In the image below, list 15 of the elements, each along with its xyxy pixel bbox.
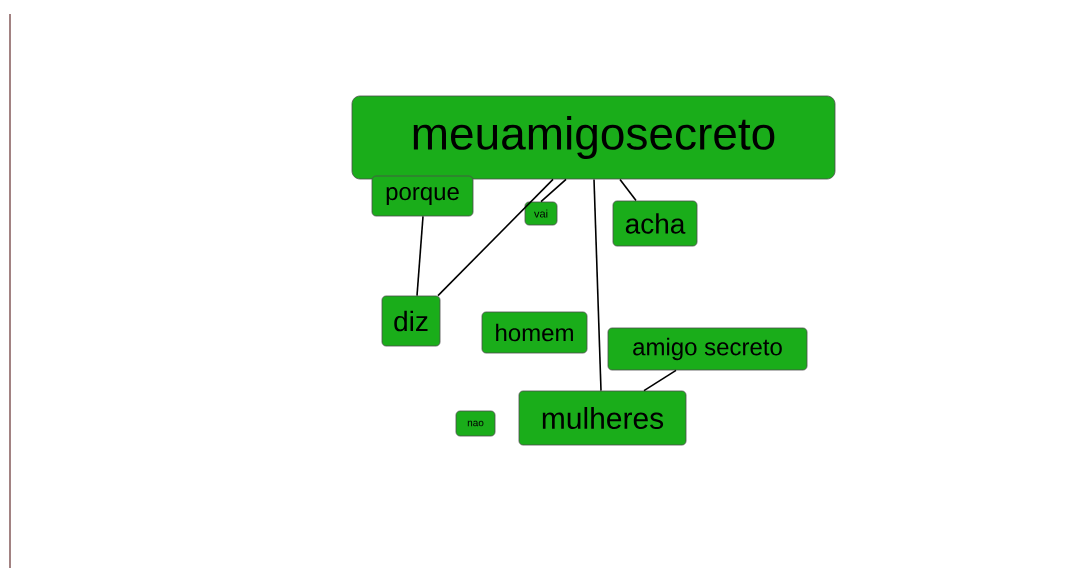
word-box: homem: [481, 311, 588, 354]
word-box: diz: [381, 295, 441, 347]
word-box: amigo secreto: [607, 327, 808, 371]
word-box: vai: [524, 201, 558, 226]
word-box: nao: [455, 410, 496, 437]
connector-line: [437, 178, 554, 297]
connector-line: [643, 369, 677, 392]
word-box: meuamigosecreto: [351, 95, 836, 180]
connector-line: [416, 215, 424, 297]
connector-line: [540, 178, 567, 203]
word-box: mulheres: [518, 390, 687, 446]
connector-line: [593, 178, 602, 392]
connector-line: [619, 178, 637, 202]
word-box: acha: [612, 200, 698, 247]
word-box: porque: [371, 175, 474, 217]
